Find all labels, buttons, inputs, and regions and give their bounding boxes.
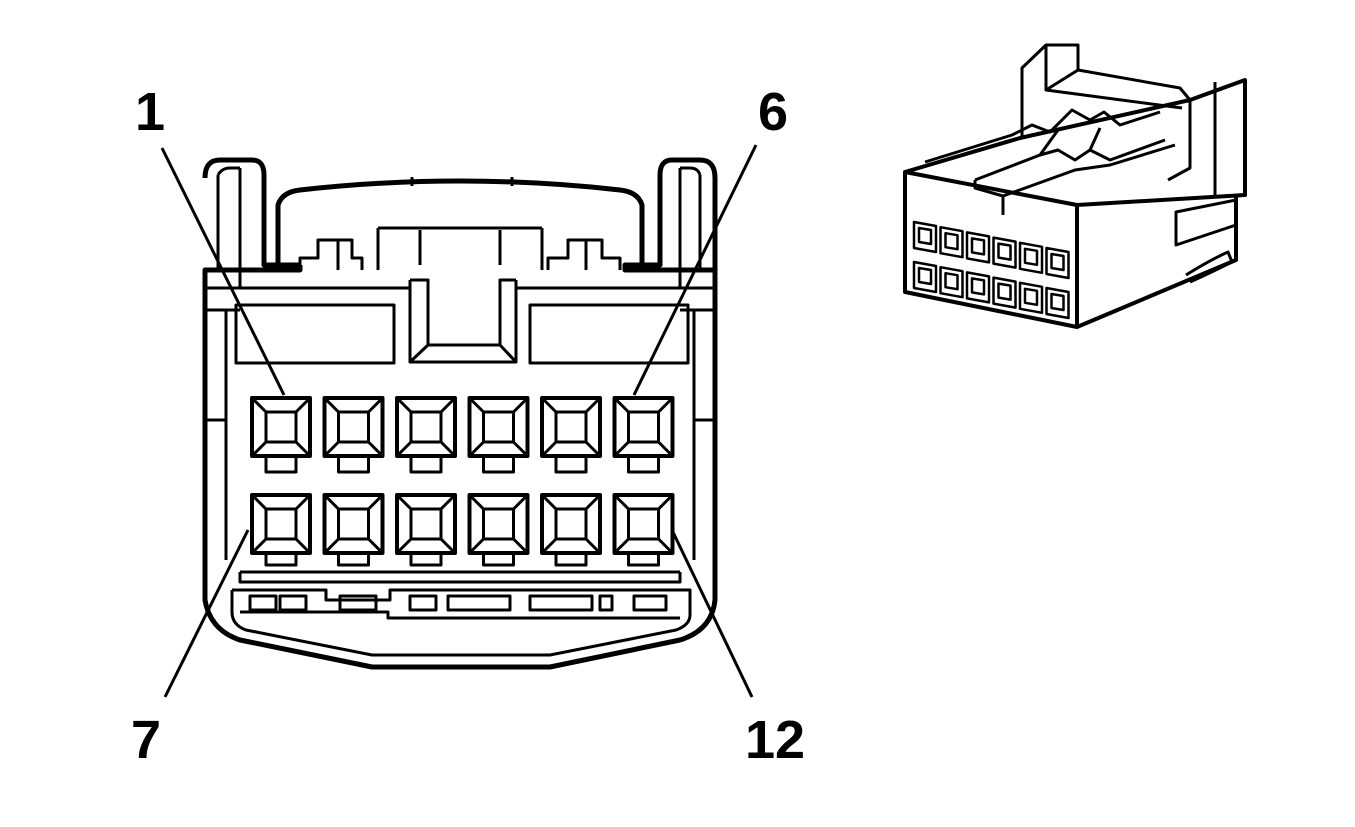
pin-label-6: 6 xyxy=(758,82,788,142)
leader-pin-7 xyxy=(163,529,250,698)
connector-isometric-view xyxy=(903,43,1247,329)
cavity-grid xyxy=(250,396,675,567)
cavity-8 xyxy=(322,493,385,567)
pin-label-7: 7 xyxy=(131,710,161,770)
iso-cavity xyxy=(1018,281,1044,315)
lock-block-right xyxy=(546,238,622,270)
iso-cavity xyxy=(1045,246,1070,280)
pin-label-12: 12 xyxy=(745,710,805,770)
leader-pin-6 xyxy=(632,144,758,396)
cavity-11 xyxy=(540,493,602,567)
cavity-3 xyxy=(395,396,457,474)
iso-cavity xyxy=(1018,241,1044,275)
cavity-4 xyxy=(467,396,530,474)
upper-recess-right xyxy=(528,303,690,365)
cavity-1 xyxy=(250,396,312,474)
center-slot xyxy=(376,226,544,270)
connector-housing-outline xyxy=(202,157,718,670)
cavity-10 xyxy=(467,493,530,567)
iso-cavity xyxy=(1045,286,1070,320)
lock-block-left xyxy=(298,238,364,270)
leader-pin-1 xyxy=(160,147,286,396)
iso-cavity xyxy=(912,220,938,254)
cavity-7 xyxy=(250,493,312,567)
cavity-9 xyxy=(395,493,457,567)
iso-cavity xyxy=(965,271,991,304)
cavity-5 xyxy=(540,396,602,474)
iso-cavity-grid xyxy=(912,220,1070,320)
iso-cavity xyxy=(912,260,938,294)
cavity-12 xyxy=(612,493,675,567)
left-latch xyxy=(216,166,242,270)
iso-cavity xyxy=(939,225,964,259)
leader-pin-12 xyxy=(670,529,754,698)
lock-cap xyxy=(275,178,645,265)
iso-cavity xyxy=(992,236,1017,269)
iso-latch-tower xyxy=(1020,43,1192,138)
bottom-keyway xyxy=(230,588,692,657)
connector-face xyxy=(160,144,758,698)
right-latch xyxy=(678,166,702,270)
cavity-2 xyxy=(322,396,385,474)
cavity-6 xyxy=(612,396,675,474)
iso-cavity xyxy=(965,231,991,264)
pin-label-1: 1 xyxy=(135,82,165,142)
iso-cavity xyxy=(992,276,1017,309)
iso-cavity xyxy=(939,265,964,299)
iso-top-face xyxy=(904,78,1247,207)
upper-recess-left xyxy=(234,303,396,365)
